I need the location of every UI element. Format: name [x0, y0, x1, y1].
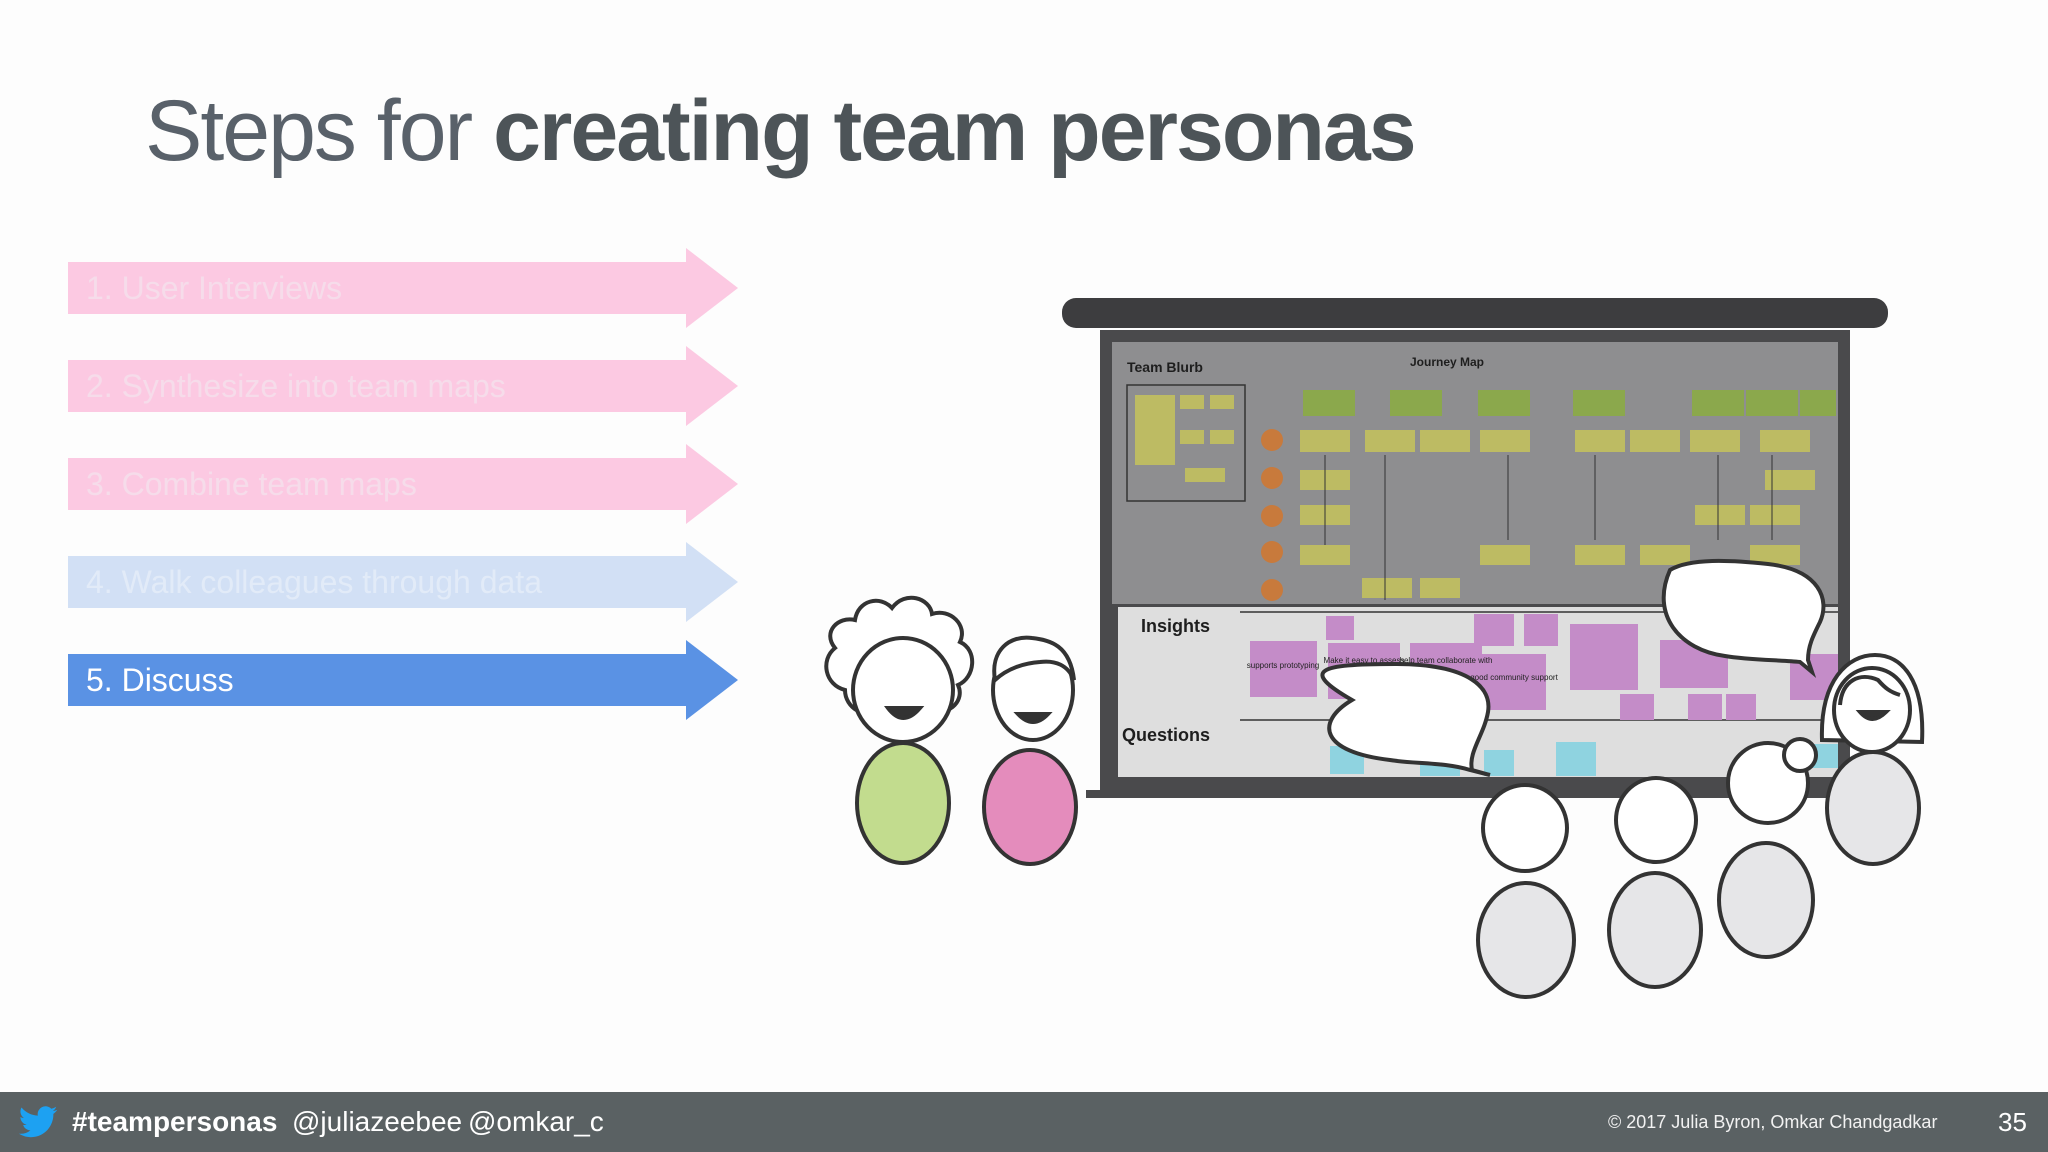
step-bar	[68, 262, 688, 314]
insights-label: Insights	[1141, 616, 1210, 636]
speech-bubble	[1661, 558, 1826, 679]
step-arrow-head	[686, 542, 738, 622]
handle-omkar[interactable]: @omkar_c	[468, 1106, 604, 1137]
step-bar	[68, 654, 688, 706]
step-arrow-head	[686, 346, 738, 426]
team-blurb-label: Team Blurb	[1127, 359, 1203, 375]
audience-back-view	[1476, 737, 1818, 999]
step-4: 4. Walk colleagues through data	[68, 542, 738, 622]
title-light: Steps for	[145, 83, 494, 179]
page-number: 35	[1998, 1107, 2027, 1137]
twitter-icon[interactable]	[18, 1106, 58, 1138]
projection-screen	[1100, 330, 1850, 790]
journey-map-area	[1112, 342, 1838, 604]
step-arrow-head	[686, 640, 738, 720]
step-5: 5. Discuss	[68, 640, 738, 720]
insights-area	[1118, 607, 1838, 777]
person-long-hair	[1819, 652, 1925, 866]
step-1: 1. User Interviews	[68, 248, 738, 328]
step-bar	[68, 360, 688, 412]
step-label: 1. User Interviews	[86, 270, 343, 306]
sticky-note: help team collaborate with	[1400, 656, 1493, 665]
step-label: 5. Discuss	[86, 662, 234, 698]
step-bar	[68, 458, 688, 510]
step-2: 2. Synthesize into team maps	[68, 346, 738, 426]
journey-map-label: Journey Map	[1410, 355, 1484, 369]
sticky-note: Make it easy to assess	[1324, 656, 1405, 665]
hashtag-link[interactable]: #teampersonas	[72, 1106, 278, 1137]
handle-julia[interactable]: @juliazeebee	[292, 1106, 463, 1137]
step-label: 3. Combine team maps	[86, 466, 417, 502]
step-bar	[68, 556, 688, 608]
person-short-hair	[982, 635, 1078, 866]
step-arrow-head	[686, 444, 738, 524]
sticky-note: good community support	[1470, 673, 1558, 682]
footer-bar: #teampersonas @juliazeebee @omkar_c © 20…	[0, 1092, 2048, 1152]
step-label: 4. Walk colleagues through data	[86, 564, 542, 600]
questions-label: Questions	[1122, 725, 1210, 745]
step-arrow-head	[686, 248, 738, 328]
copyright: © 2017 Julia Byron, Omkar Chandgadkar	[1608, 1112, 1938, 1132]
slide-title: Steps for creating team personas	[145, 82, 1417, 181]
step-label: 2. Synthesize into team maps	[86, 368, 506, 404]
screen-roller	[1062, 298, 1888, 328]
team-blurb-box	[1126, 384, 1246, 502]
sticky-note: supports prototyping	[1247, 661, 1320, 670]
step-3: 3. Combine team maps	[68, 444, 738, 524]
title-bold: creating team personas	[493, 83, 1416, 179]
person-curly-hair	[824, 595, 975, 865]
speech-bubble	[1320, 661, 1491, 777]
